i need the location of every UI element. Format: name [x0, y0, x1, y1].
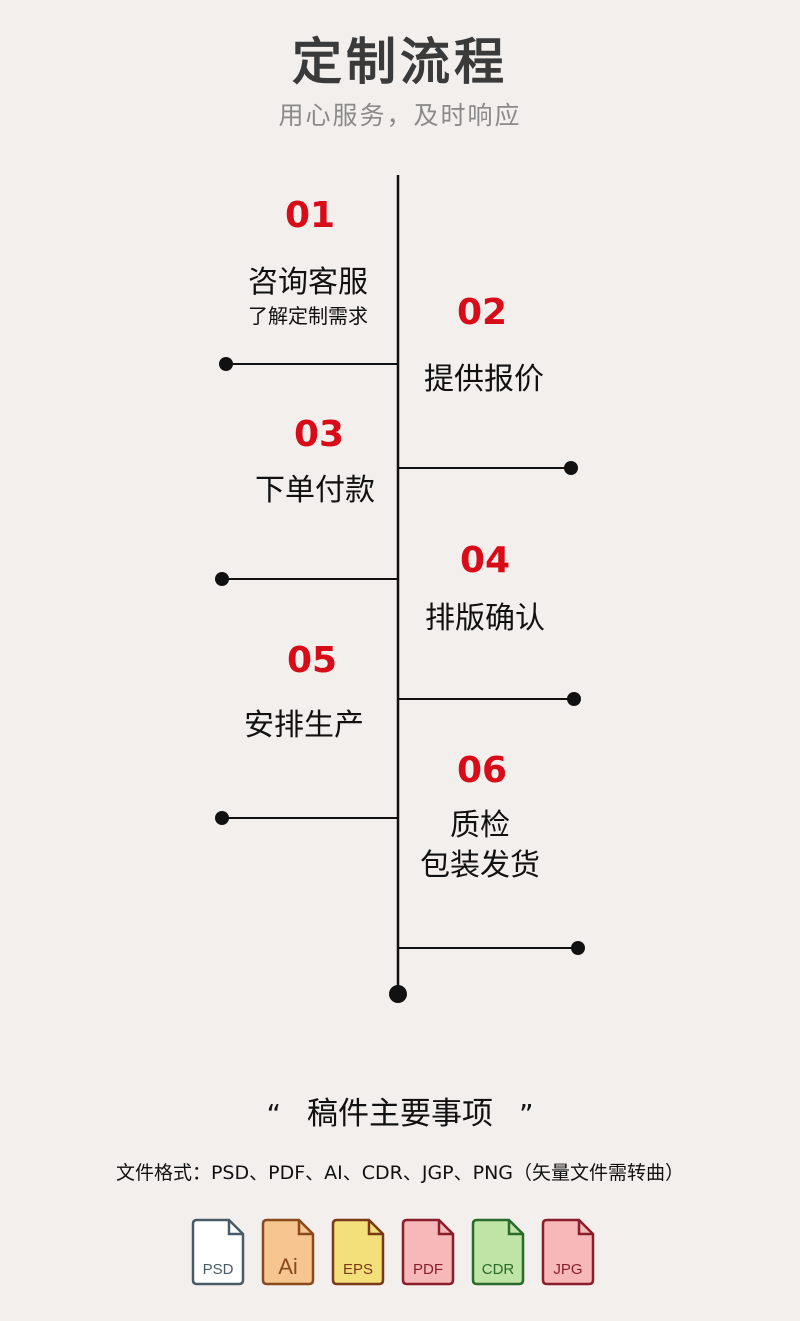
psd-file-icon: PSD: [191, 1218, 245, 1286]
step-4-number: 04: [459, 540, 511, 581]
step-1-desc: 了解定制需求: [248, 304, 368, 328]
page-title: 定制流程: [292, 33, 508, 91]
page-subtitle: 用心服务，及时响应: [278, 101, 522, 130]
branch-6: [398, 941, 585, 955]
file-icon-label: CDR: [482, 1261, 515, 1278]
file-icon-label: PDF: [413, 1261, 443, 1278]
file-icons-svg: PSD Ai EPS PDF CDR JPG: [191, 1218, 595, 1286]
step-6-number: 06: [456, 750, 508, 791]
ai-file-icon: Ai: [261, 1218, 315, 1286]
step-6-title-line2: 包装发货: [420, 848, 540, 883]
step-5-number: 05: [286, 640, 338, 681]
pdf-file-icon: PDF: [401, 1218, 455, 1286]
branch-2: [398, 461, 578, 475]
step-3-number: 03: [293, 414, 345, 455]
branch-3: [215, 572, 398, 586]
timeline-end-dot: [389, 985, 407, 1003]
eps-file-icon: EPS: [331, 1218, 385, 1286]
open-quote: “: [266, 1098, 281, 1131]
step-1-title: 咨询客服: [248, 265, 368, 300]
step-2-number: 02: [456, 292, 508, 333]
jpg-file-icon: JPG: [541, 1218, 595, 1286]
file-formats-text: 文件格式：PSD、PDF、AI、CDR、JGP、PNG（矢量文件需转曲）: [115, 1162, 685, 1184]
step-3-title: 下单付款: [255, 473, 375, 508]
step-2-title: 提供报价: [424, 362, 544, 397]
branch-5: [215, 811, 398, 825]
file-icon-label: EPS: [343, 1261, 373, 1278]
step-5-title: 安排生产: [244, 708, 364, 743]
branch-1: [219, 357, 398, 371]
step-6-title: 质检: [450, 808, 510, 843]
notes-title: 稿件主要事项: [307, 1096, 493, 1132]
branch-4: [398, 692, 581, 706]
cdr-file-icon: CDR: [471, 1218, 525, 1286]
step-1-number: 01: [284, 195, 336, 236]
step-4-title: 排版确认: [425, 601, 545, 636]
notes-heading: “ 稿件主要事项 ”: [0, 1088, 800, 1133]
close-quote: ”: [519, 1098, 534, 1131]
file-icons-row: PSD Ai EPS PDF CDR JPG: [190, 1214, 610, 1294]
file-icon-label: Ai: [278, 1254, 298, 1279]
file-icon-label: JPG: [553, 1261, 582, 1278]
file-icon-label: PSD: [203, 1261, 234, 1278]
